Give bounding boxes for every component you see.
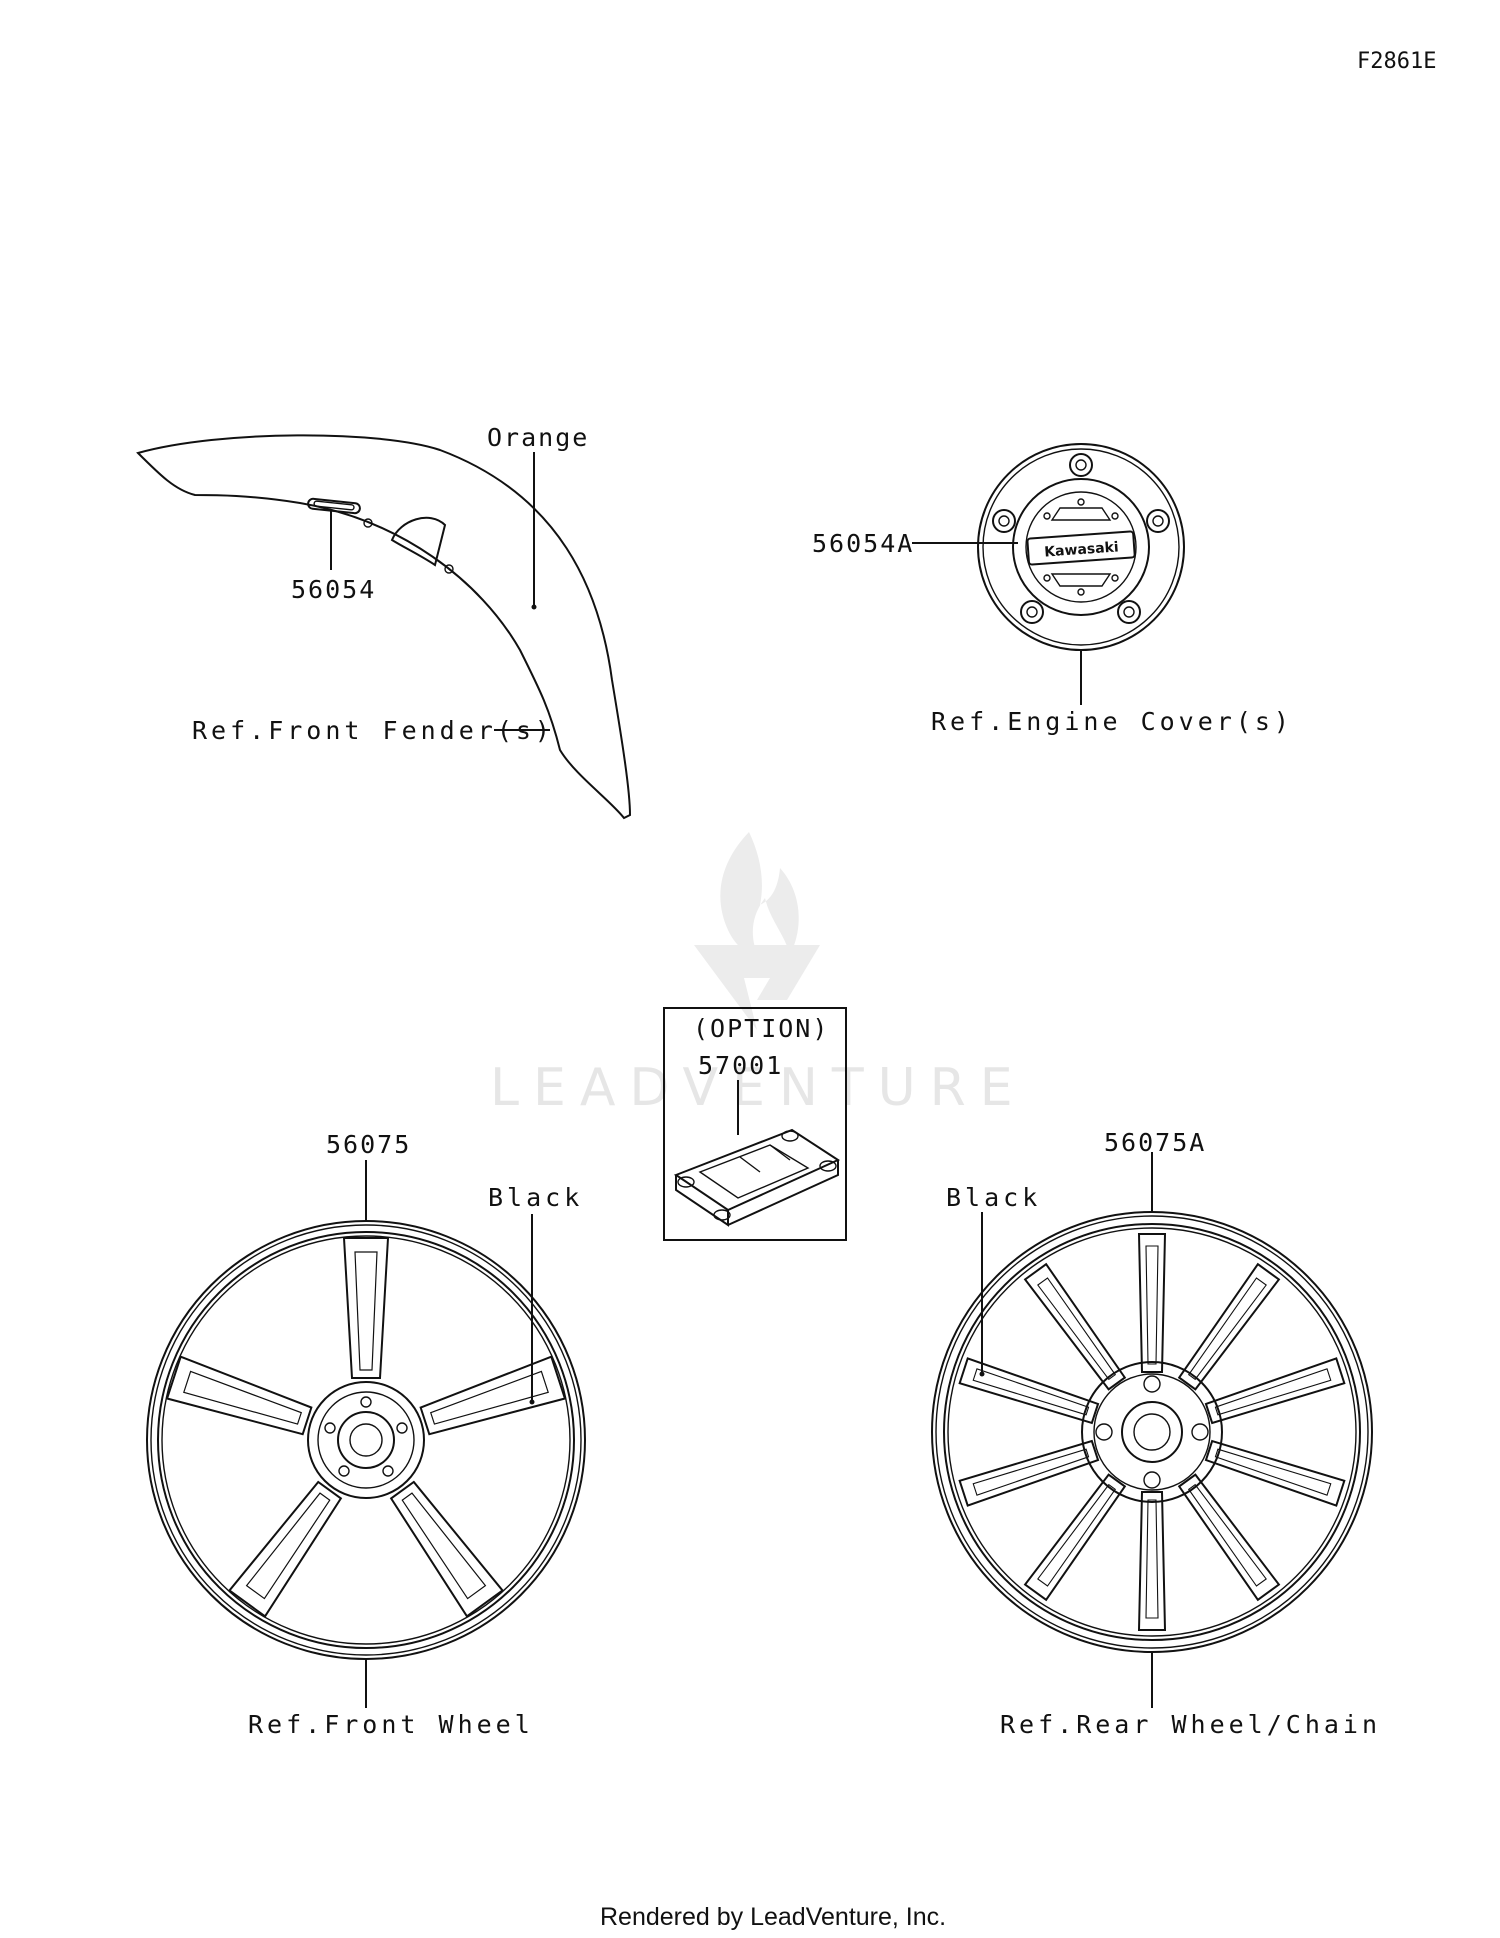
watermark-text: LEADVENTURE (490, 1058, 1027, 1118)
footer-credit: Rendered by LeadVenture, Inc. (600, 1903, 946, 1931)
front-fender-drawing (136, 434, 632, 820)
part-number-56054A: 56054A (812, 529, 914, 558)
label-black-rear: Black (946, 1183, 1041, 1212)
label-ref-engine-cover: Ref.Engine Cover(s) (931, 707, 1293, 736)
part-number-56054: 56054 (291, 575, 376, 604)
part-number-57001: 57001 (698, 1051, 783, 1080)
part-number-56075: 56075 (326, 1130, 411, 1159)
front-wheel-drawing (146, 1220, 586, 1660)
label-black-front: Black (488, 1183, 583, 1212)
label-ref-front-fender: Ref.Front Fender(s) (192, 716, 554, 745)
option-part-drawing (673, 1128, 841, 1227)
watermark-logo: LEADVENTURE (490, 832, 1027, 1118)
label-option: (OPTION) (693, 1014, 829, 1043)
option-box (663, 1007, 847, 1241)
label-ref-rear-wheel: Ref.Rear Wheel/Chain (1000, 1710, 1381, 1739)
rear-wheel-drawing (931, 1211, 1373, 1653)
diagram-code: F2861E (1357, 49, 1436, 74)
emblem-text: Kawasaki (1044, 539, 1120, 560)
engine-cover-drawing: Kawasaki (977, 443, 1185, 651)
label-ref-front-wheel: Ref.Front Wheel (248, 1710, 534, 1739)
part-number-56075A: 56075A (1104, 1128, 1206, 1157)
label-orange: Orange (487, 423, 589, 452)
